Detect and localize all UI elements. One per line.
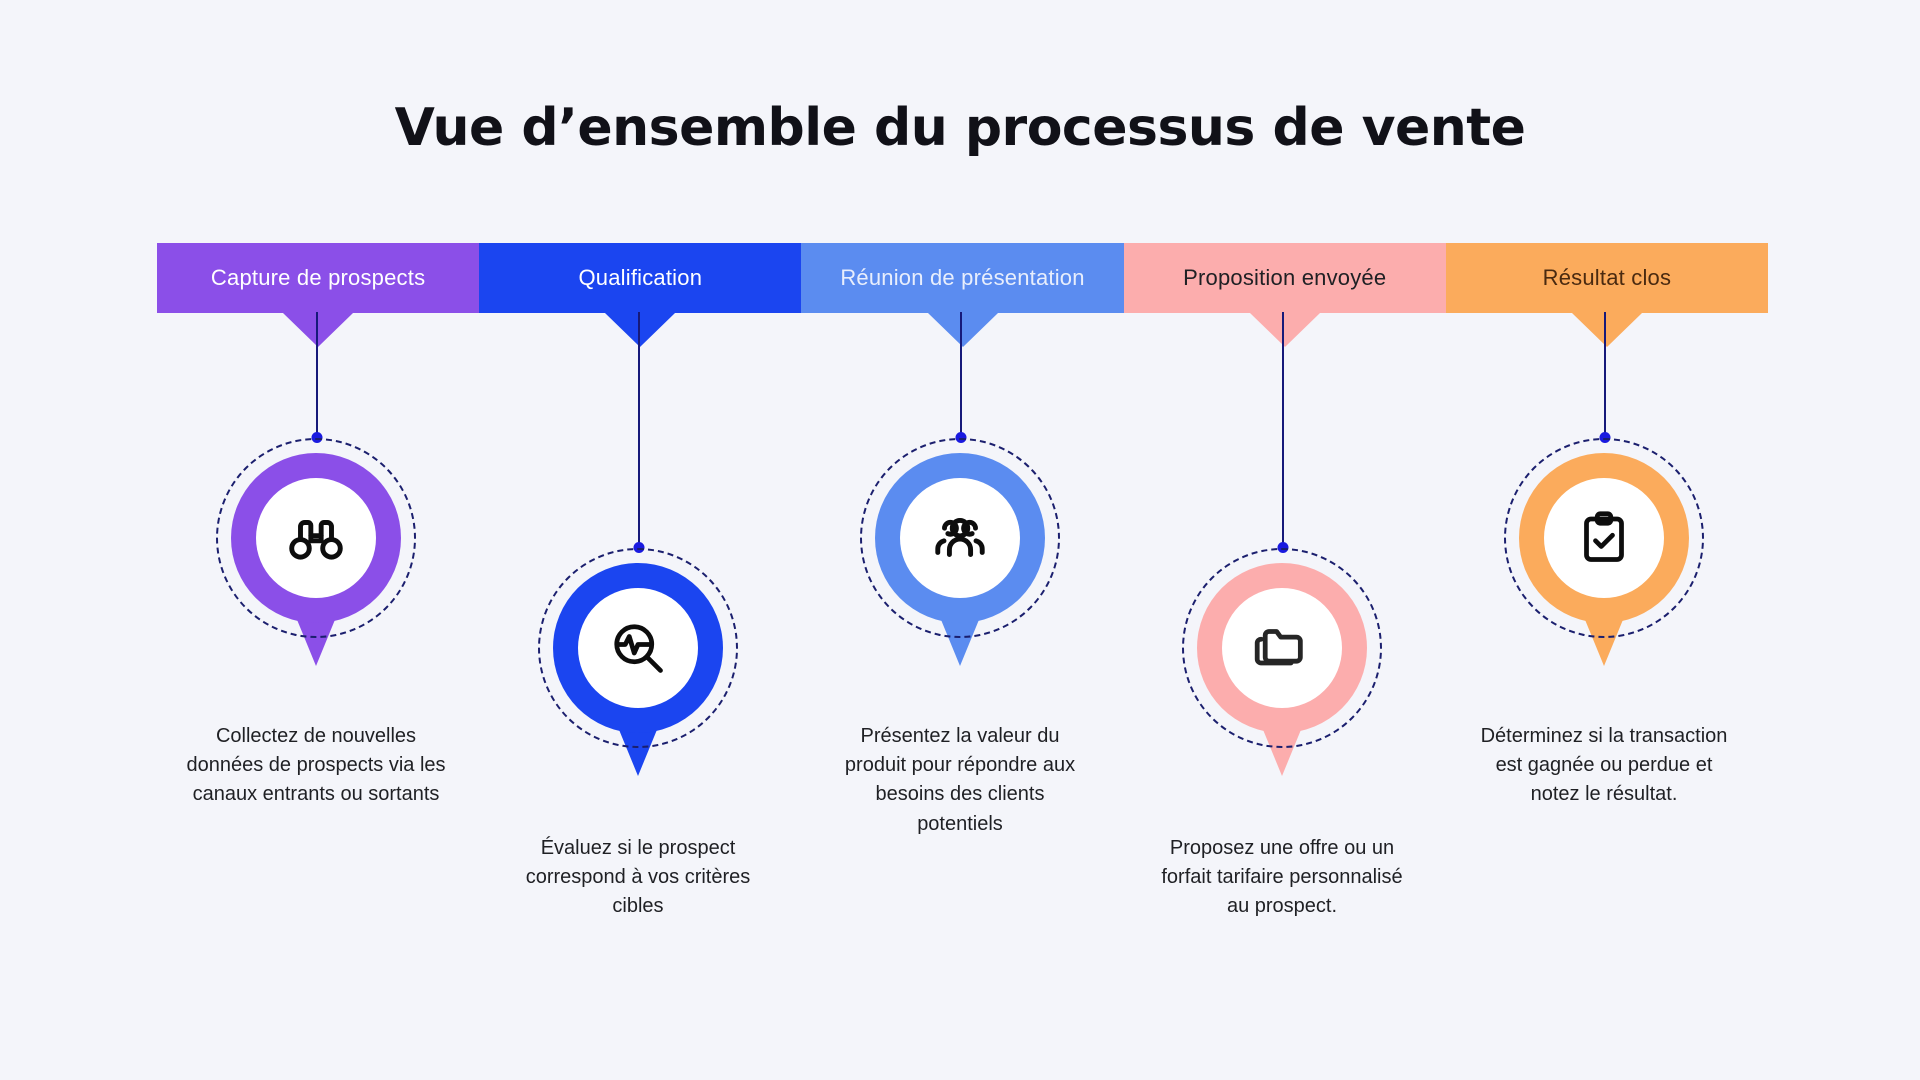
clipboard-check-icon (1544, 478, 1664, 598)
band-notch-5 (1571, 313, 1642, 347)
band-label-1: Capture de prospects (210, 265, 426, 290)
pin-dashed-ring-1 (216, 438, 416, 638)
stage-pin-2[interactable] (528, 548, 748, 808)
search-pulse-icon (578, 588, 698, 708)
stage-description-4: Proposez une offre ou un forfait tarifai… (1161, 837, 1403, 918)
pin-dashed-ring-5 (1504, 438, 1704, 638)
stage-description-1: Collectez de nouvelles données de prospe… (186, 725, 446, 806)
connector-dot-4 (1277, 542, 1289, 553)
band-label-5: Résultat clos (1542, 265, 1672, 290)
connector-dot-5 (1599, 432, 1611, 443)
stage-description-5: Déterminez si la transaction est gagnée … (1480, 725, 1728, 806)
band-segment-5[interactable]: Résultat clos (1445, 243, 1769, 347)
pin-dashed-ring-3 (860, 438, 1060, 638)
connector-line-5 (1604, 312, 1606, 434)
band-segment-3[interactable]: Réunion de présentation (801, 243, 1124, 347)
band-notch-4 (1249, 313, 1320, 347)
connector-line-4 (1282, 312, 1284, 544)
connector-line-3 (960, 312, 962, 434)
band-label-4: Proposition envoyée (1183, 265, 1387, 290)
band-notch-1 (283, 313, 354, 347)
connector-dot-2 (633, 542, 645, 553)
folders-icon (1222, 588, 1342, 708)
connector-line-1 (316, 312, 318, 434)
band-segment-1[interactable]: Capture de prospects (157, 243, 480, 347)
binoculars-icon (256, 478, 376, 598)
stage-pin-4[interactable] (1172, 548, 1392, 808)
stage-pin-1[interactable] (206, 438, 426, 698)
pin-dashed-ring-4 (1182, 548, 1382, 748)
page-title: Vue d’ensemble du processus de vente (394, 98, 1526, 158)
stage-pin-5[interactable] (1494, 438, 1714, 698)
stage-pin-3[interactable] (850, 438, 1070, 698)
pin-dashed-ring-2 (538, 548, 738, 748)
stage-description-2: Évaluez si le prospect correspond à vos … (525, 837, 751, 918)
connector-line-2 (638, 312, 640, 544)
stage-band: Capture de prospects Qualification Réuni… (157, 243, 1769, 347)
stage-description-3: Présentez la valeur du produit pour répo… (844, 725, 1076, 835)
connector-dot-3 (955, 432, 967, 443)
band-notch-3 (927, 313, 998, 347)
band-label-3: Réunion de présentation (840, 265, 1085, 290)
band-segment-2[interactable]: Qualification (479, 243, 802, 347)
band-segment-4[interactable]: Proposition envoyée (1123, 243, 1446, 347)
band-label-2: Qualification (578, 265, 703, 290)
band-notch-2 (605, 313, 676, 347)
connector-dot-1 (311, 432, 323, 443)
people-group-icon (900, 478, 1020, 598)
